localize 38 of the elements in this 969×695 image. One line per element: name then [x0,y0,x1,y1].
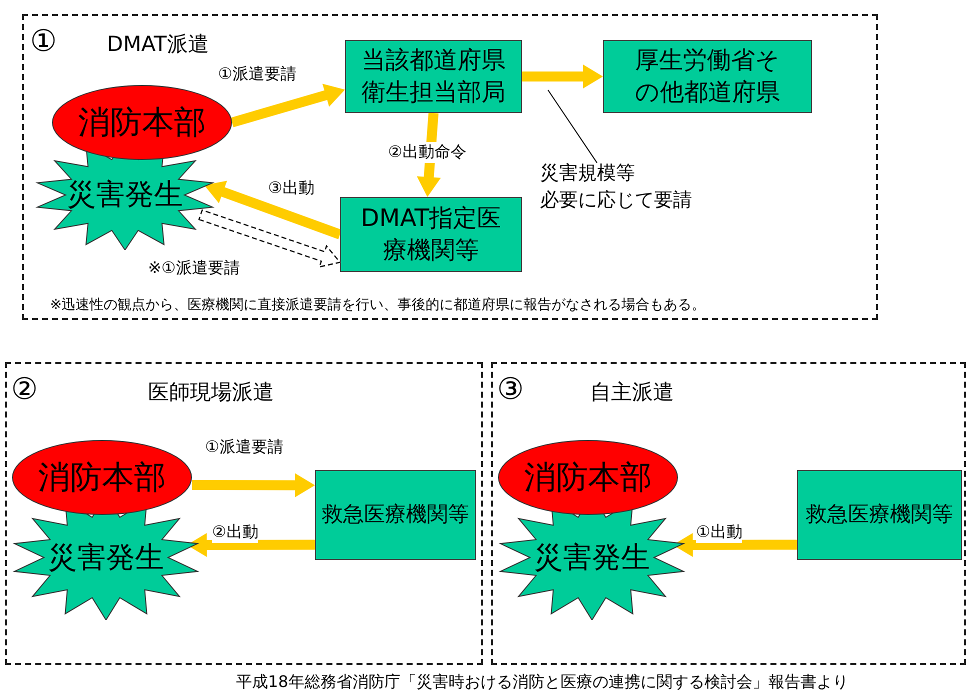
box-label: 救急医療機関等 [322,501,469,528]
box-label: DMAT指定医療機関等 [360,203,502,266]
node-label: 消防本部 [524,460,652,496]
process-box [340,197,522,272]
note-text: 災害規模等 [540,161,635,186]
edge-label: ①出動 [696,522,742,543]
panel-title: 医師現場派遣 [148,379,274,406]
note-text: 必要に応じて要請 [540,188,692,213]
dashed-panel [5,362,483,665]
node-label: 消防本部 [38,460,166,496]
panel-number: ① [30,24,57,60]
dashed-panel [22,14,878,320]
dashed-arrow [198,209,342,268]
node-label: 災害発生 [48,542,164,574]
panel-title: DMAT派遣 [106,31,209,58]
process-box [315,470,476,560]
box-label: 厚生労働省その他都道府県 [634,45,781,108]
dashed-panel [491,362,966,665]
box-label: 救急医療機関等 [806,501,953,528]
node-label: 消防本部 [78,104,206,140]
process-box [797,470,962,560]
block-arrow [204,180,342,240]
panel-number: ③ [497,372,524,408]
panel-number: ② [11,372,38,408]
block-arrow [522,64,603,88]
caption: 平成18年総務省消防庁「災害時おける消防と医療の連携に関する検討会」報告書より [236,672,848,693]
footnote: ※迅速性の観点から、医療機関に直接派遣要請を行い、事後的に都道府県に報告がなされる場合もある。 [50,296,706,314]
box-label: 当該都道府県衛生担当部局 [360,45,506,108]
block-arrow [230,84,345,128]
node-label: 災害発生 [67,179,183,211]
panel-title: 自主派遣 [590,379,674,406]
leader-line [548,90,598,164]
process-box [603,40,812,113]
edge-label: ②出動命令 [388,142,466,163]
node-label: 災害発生 [534,542,650,574]
block-arrow [192,473,315,498]
process-box [345,40,522,113]
edge-label: ②出動 [212,522,258,543]
